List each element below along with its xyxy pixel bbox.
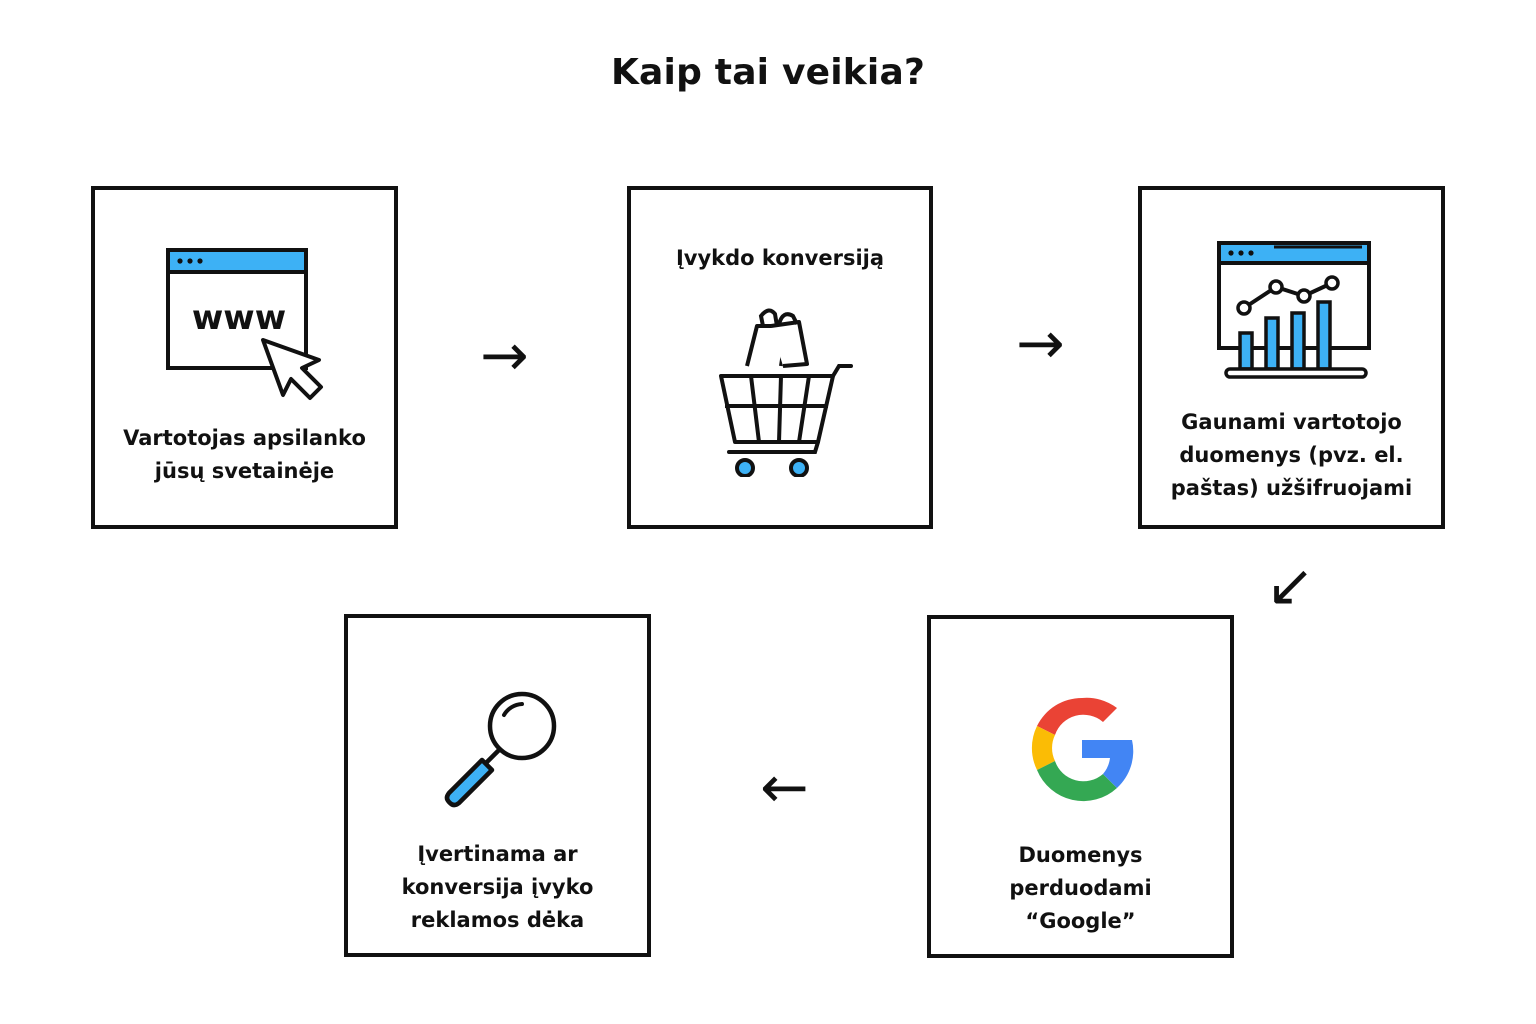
page-title: Kaip tai veikia?	[610, 52, 926, 93]
step-label: Įvertinama ar konversija įvyko reklamos …	[401, 842, 594, 932]
step-label: Įvykdo konversiją	[675, 246, 885, 270]
arrow-right-2: →	[1016, 309, 1065, 377]
arrow-left: ←	[760, 753, 809, 821]
arrow-right-1: →	[480, 321, 529, 389]
step-card-visit: www Vartotojas apsilanko jūsų svetainėje	[91, 186, 398, 529]
step-label: Duomenys perduodami “Google”	[1009, 843, 1152, 933]
arrow-down-left: ↙	[1266, 551, 1315, 619]
step-label: Vartotojas apsilanko jūsų svetainėje	[123, 426, 366, 483]
analytics-dashboard-icon	[1217, 241, 1371, 379]
step-card-data-encrypted: Gaunami vartotojo duomenys (pvz. el. paš…	[1138, 186, 1445, 529]
magnifier-icon	[444, 691, 557, 808]
step-card-evaluation: Įvertinama ar konversija įvyko reklamos …	[344, 614, 651, 957]
step-label: Gaunami vartotojo duomenys (pvz. el. paš…	[1170, 410, 1413, 500]
google-logo-icon	[1031, 697, 1134, 802]
shopping-cart-icon	[719, 308, 853, 477]
step-card-google: Duomenys perduodami “Google”	[927, 615, 1234, 958]
website-cursor-icon: www	[166, 248, 323, 400]
svg-text:www: www	[192, 298, 286, 338]
step-card-conversion: Įvykdo konversiją	[627, 186, 933, 529]
